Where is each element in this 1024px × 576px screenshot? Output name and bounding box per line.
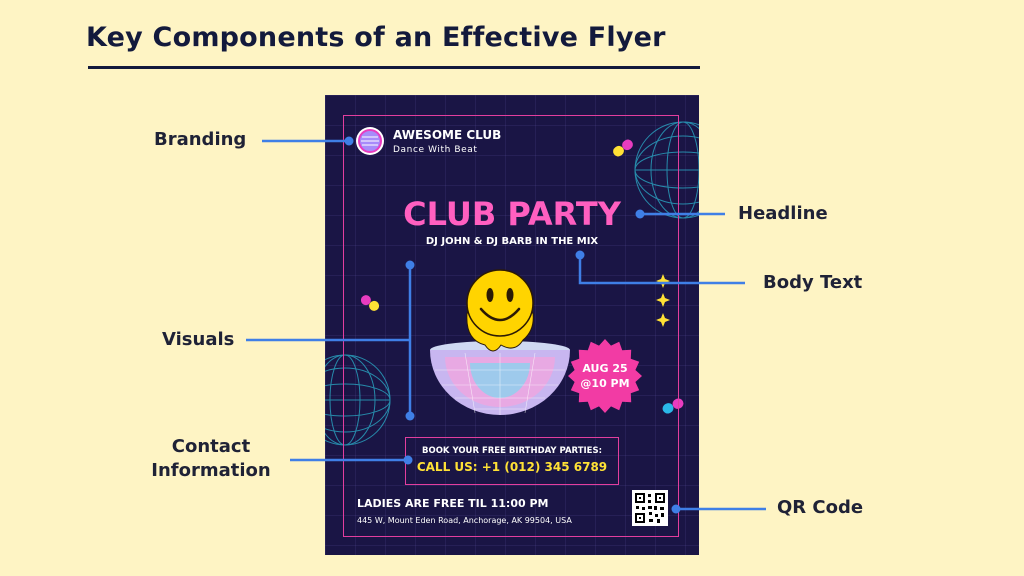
label-headline: Headline <box>738 203 828 224</box>
flyer-note: LADIES ARE FREE TIL 11:00 PM <box>357 497 549 510</box>
label-contact-information: Contact Information <box>148 435 274 483</box>
brand-name: AWESOME CLUB <box>393 128 502 142</box>
label-visuals: Visuals <box>162 329 235 350</box>
label-branding: Branding <box>154 129 247 150</box>
flyer-branding: AWESOME CLUB Dance With Beat <box>393 128 501 155</box>
disco-ball-icon <box>430 341 570 415</box>
title-underline <box>88 66 700 69</box>
qr-code-icon <box>632 490 668 526</box>
flyer: AWESOME CLUB Dance With Beat CLUB PARTY … <box>325 95 699 555</box>
wire-globe-icon <box>325 354 391 446</box>
smiley-icon <box>466 269 534 352</box>
wire-globe-icon <box>634 121 699 219</box>
label-body-text: Body Text <box>763 272 863 293</box>
label-contact-line2: Information <box>151 460 271 481</box>
badge-date: AUG 25 <box>582 362 628 375</box>
contact-heading: BOOK YOUR FREE BIRTHDAY PARTIES: <box>421 446 602 456</box>
flyer-body-text: DJ JOHN & DJ BARB IN THE MIX <box>425 236 599 247</box>
label-qr-code: QR Code <box>777 497 864 518</box>
date-badge-text: AUG 25 @10 PM <box>565 361 645 391</box>
page-title: Key Components of an Effective Flyer <box>86 22 666 53</box>
pill-icon <box>662 398 684 414</box>
flyer-contact-box: BOOK YOUR FREE BIRTHDAY PARTIES: CALL US… <box>405 437 619 485</box>
club-logo-icon <box>356 127 384 155</box>
flyer-border <box>343 115 679 537</box>
date-badge <box>568 339 642 413</box>
badge-time: @10 PM <box>580 377 630 390</box>
flyer-artwork <box>325 121 699 526</box>
label-contact-line1: Contact <box>171 436 251 457</box>
brand-tagline: Dance With Beat <box>393 145 478 155</box>
contact-phone: CALL US: +1 (012) 345 6789 <box>416 460 608 474</box>
flyer-address: 445 W, Mount Eden Road, Anchorage, AK 99… <box>357 516 572 525</box>
pill-icon <box>360 295 380 311</box>
pill-icon <box>613 139 633 157</box>
flyer-headline: CLUB PARTY <box>403 195 621 233</box>
